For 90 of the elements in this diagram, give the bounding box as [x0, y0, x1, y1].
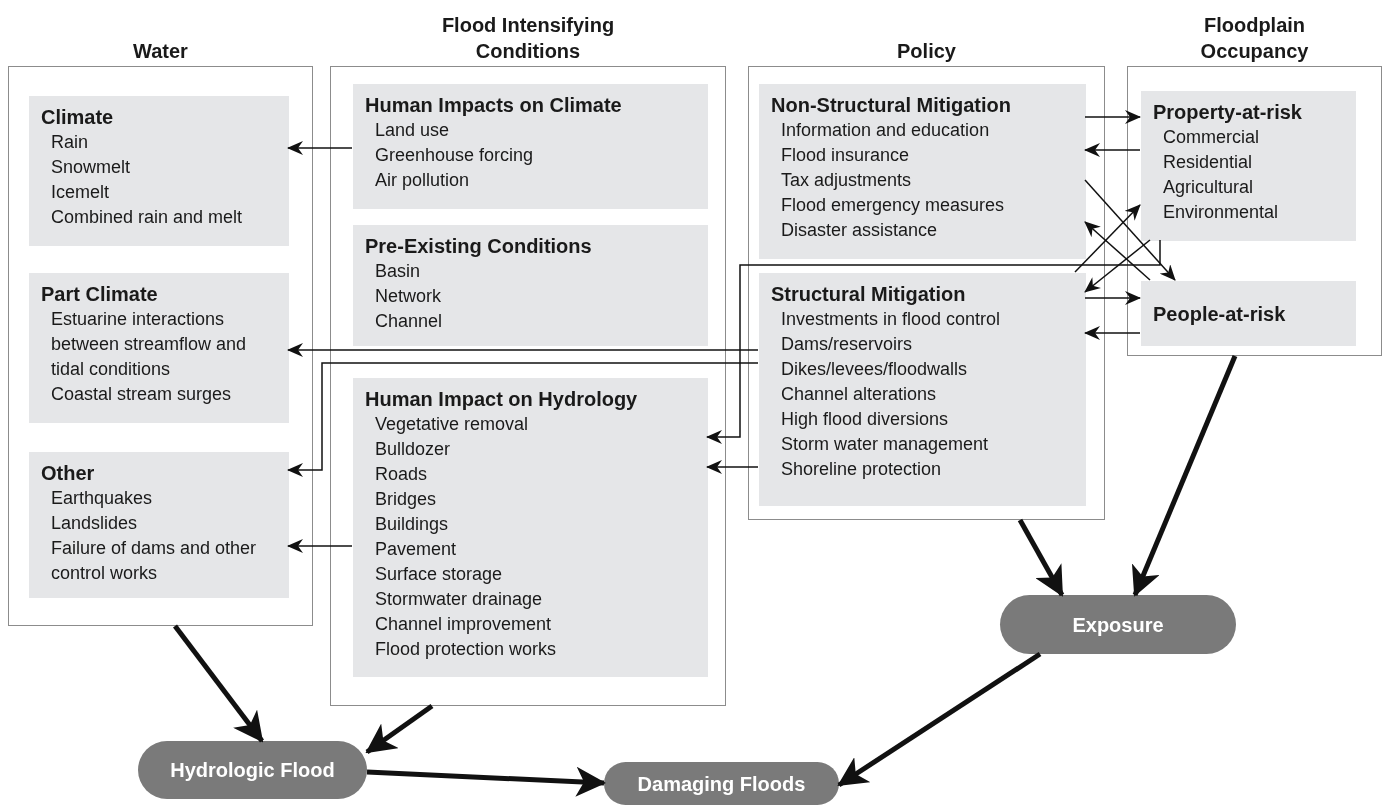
arrow — [837, 651, 1042, 788]
card-heading: Property-at-risk — [1153, 100, 1303, 125]
card-heading: Climate — [41, 105, 115, 130]
list-item: Channel improvement — [374, 613, 553, 636]
arrow — [287, 343, 759, 357]
list-item: Storm water management — [780, 433, 990, 456]
card-heading: Other — [41, 461, 96, 486]
list-item: Shoreline protection — [780, 458, 943, 481]
list-item: Basin — [374, 260, 422, 283]
arrow — [706, 239, 1161, 444]
outcome-pill — [138, 741, 367, 799]
factor-card — [1141, 281, 1356, 346]
arrow — [1084, 110, 1141, 124]
arrow — [1084, 221, 1151, 281]
outcome-label: Damaging Floods — [637, 771, 806, 797]
list-item: Agricultural — [1162, 176, 1255, 199]
arrow — [1084, 143, 1141, 157]
arrow — [287, 539, 353, 553]
list-item: Icemelt — [50, 181, 111, 204]
list-item: Commercial — [1162, 126, 1260, 149]
list-item: Information and education — [780, 119, 991, 142]
list-item: Flood protection works — [374, 638, 558, 661]
list-item: Greenhouse forcing — [374, 144, 535, 167]
factor-card — [759, 273, 1086, 506]
list-item: Bulldozer — [374, 438, 452, 461]
arrow — [1131, 355, 1238, 597]
column-heading: Flood Intensifying Conditions — [440, 13, 616, 64]
arrow — [287, 141, 353, 155]
column-heading: Policy — [897, 39, 956, 64]
factor-card — [353, 378, 708, 677]
list-item: Bridges — [374, 488, 438, 511]
card-heading: People-at-risk — [1153, 301, 1287, 327]
list-item: Disaster assistance — [780, 219, 939, 242]
list-item: Surface storage — [374, 563, 504, 586]
arrow — [1074, 204, 1141, 273]
arrow — [1084, 239, 1151, 293]
factor-card — [1141, 91, 1356, 241]
arrow — [1017, 518, 1065, 597]
list-item: Rain — [50, 131, 90, 154]
list-item: Investments in flood control — [780, 308, 1002, 331]
list-item: Coastal stream surges — [50, 383, 233, 406]
list-item: Earthquakes — [50, 487, 154, 510]
arrow — [1084, 326, 1141, 340]
factor-card — [29, 273, 289, 423]
list-item: Environmental — [1162, 201, 1280, 224]
arrow — [173, 624, 264, 743]
arrow — [1084, 179, 1176, 281]
list-item: Flood emergency measures — [780, 194, 1006, 217]
list-item: Air pollution — [374, 169, 471, 192]
arrow — [1084, 291, 1141, 305]
list-item: Failure of dams and other control works — [50, 537, 258, 585]
card-heading: Non-Structural Mitigation — [771, 93, 1012, 118]
list-item: Combined rain and melt — [50, 206, 244, 229]
list-item: Estuarine interactions between streamflow and tidal conditions — [50, 308, 248, 381]
outcome-label: Exposure — [1072, 612, 1164, 638]
factor-card — [759, 84, 1086, 259]
arrow — [365, 703, 434, 755]
card-heading: Pre-Existing Conditions — [365, 234, 593, 259]
list-item: Land use — [374, 119, 451, 142]
list-item: Channel alterations — [780, 383, 938, 406]
list-item: Dikes/levees/floodwalls — [780, 358, 969, 381]
list-item: Tax adjustments — [780, 169, 913, 192]
list-item: Vegetative removal — [374, 413, 530, 436]
list-item: Buildings — [374, 513, 450, 536]
list-item: Landslides — [50, 512, 139, 535]
arrow — [706, 460, 759, 474]
card-heading: Human Impact on Hydrology — [365, 387, 639, 412]
factor-card — [29, 452, 289, 598]
arrow — [287, 362, 759, 477]
outcome-label: Hydrologic Flood — [170, 758, 335, 783]
list-item: Stormwater drainage — [374, 588, 544, 611]
column-heading: Water — [133, 39, 188, 64]
factor-card — [353, 225, 708, 346]
list-item: Dams/reservoirs — [780, 333, 914, 356]
arrow — [366, 766, 606, 797]
list-item: Snowmelt — [50, 156, 132, 179]
list-item: Channel — [374, 310, 444, 333]
list-item: Residential — [1162, 151, 1254, 174]
list-item: Flood insurance — [780, 144, 911, 167]
card-heading: Human Impacts on Climate — [365, 93, 623, 118]
list-item: Roads — [374, 463, 429, 486]
list-item: High flood diversions — [780, 408, 950, 431]
list-item: Network — [374, 285, 442, 308]
column-heading: Floodplain Occupancy — [1199, 13, 1310, 64]
card-heading: Structural Mitigation — [771, 282, 967, 307]
list-item: Pavement — [374, 538, 458, 561]
outcome-pill — [604, 762, 839, 805]
factor-card — [29, 96, 289, 246]
card-heading: Part Climate — [41, 282, 159, 307]
factor-card — [353, 84, 708, 209]
